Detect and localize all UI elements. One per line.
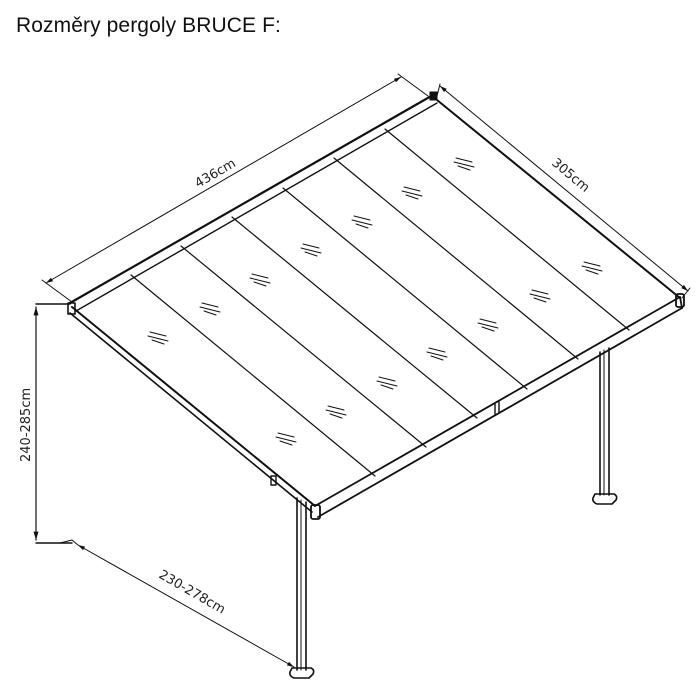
dimension-depth [436, 83, 691, 299]
roof [67, 91, 685, 520]
post-right [592, 347, 618, 505]
post-left [289, 497, 315, 679]
roof-panel-dividers [130, 128, 630, 477]
dimension-length-label: 436cm [193, 156, 239, 191]
dimension-depth-label: 305cm [548, 156, 592, 196]
dimension-height [33, 303, 73, 544]
dimension-length [41, 73, 429, 303]
dimension-post-distance-label: 230-278cm [156, 567, 228, 617]
dimension-height-label: 240-285cm [19, 388, 34, 462]
page-title: Rozměry pergoly BRUCE F: [16, 14, 281, 37]
dimension-post-distance [59, 539, 295, 668]
glass-glare-marks [147, 157, 603, 446]
